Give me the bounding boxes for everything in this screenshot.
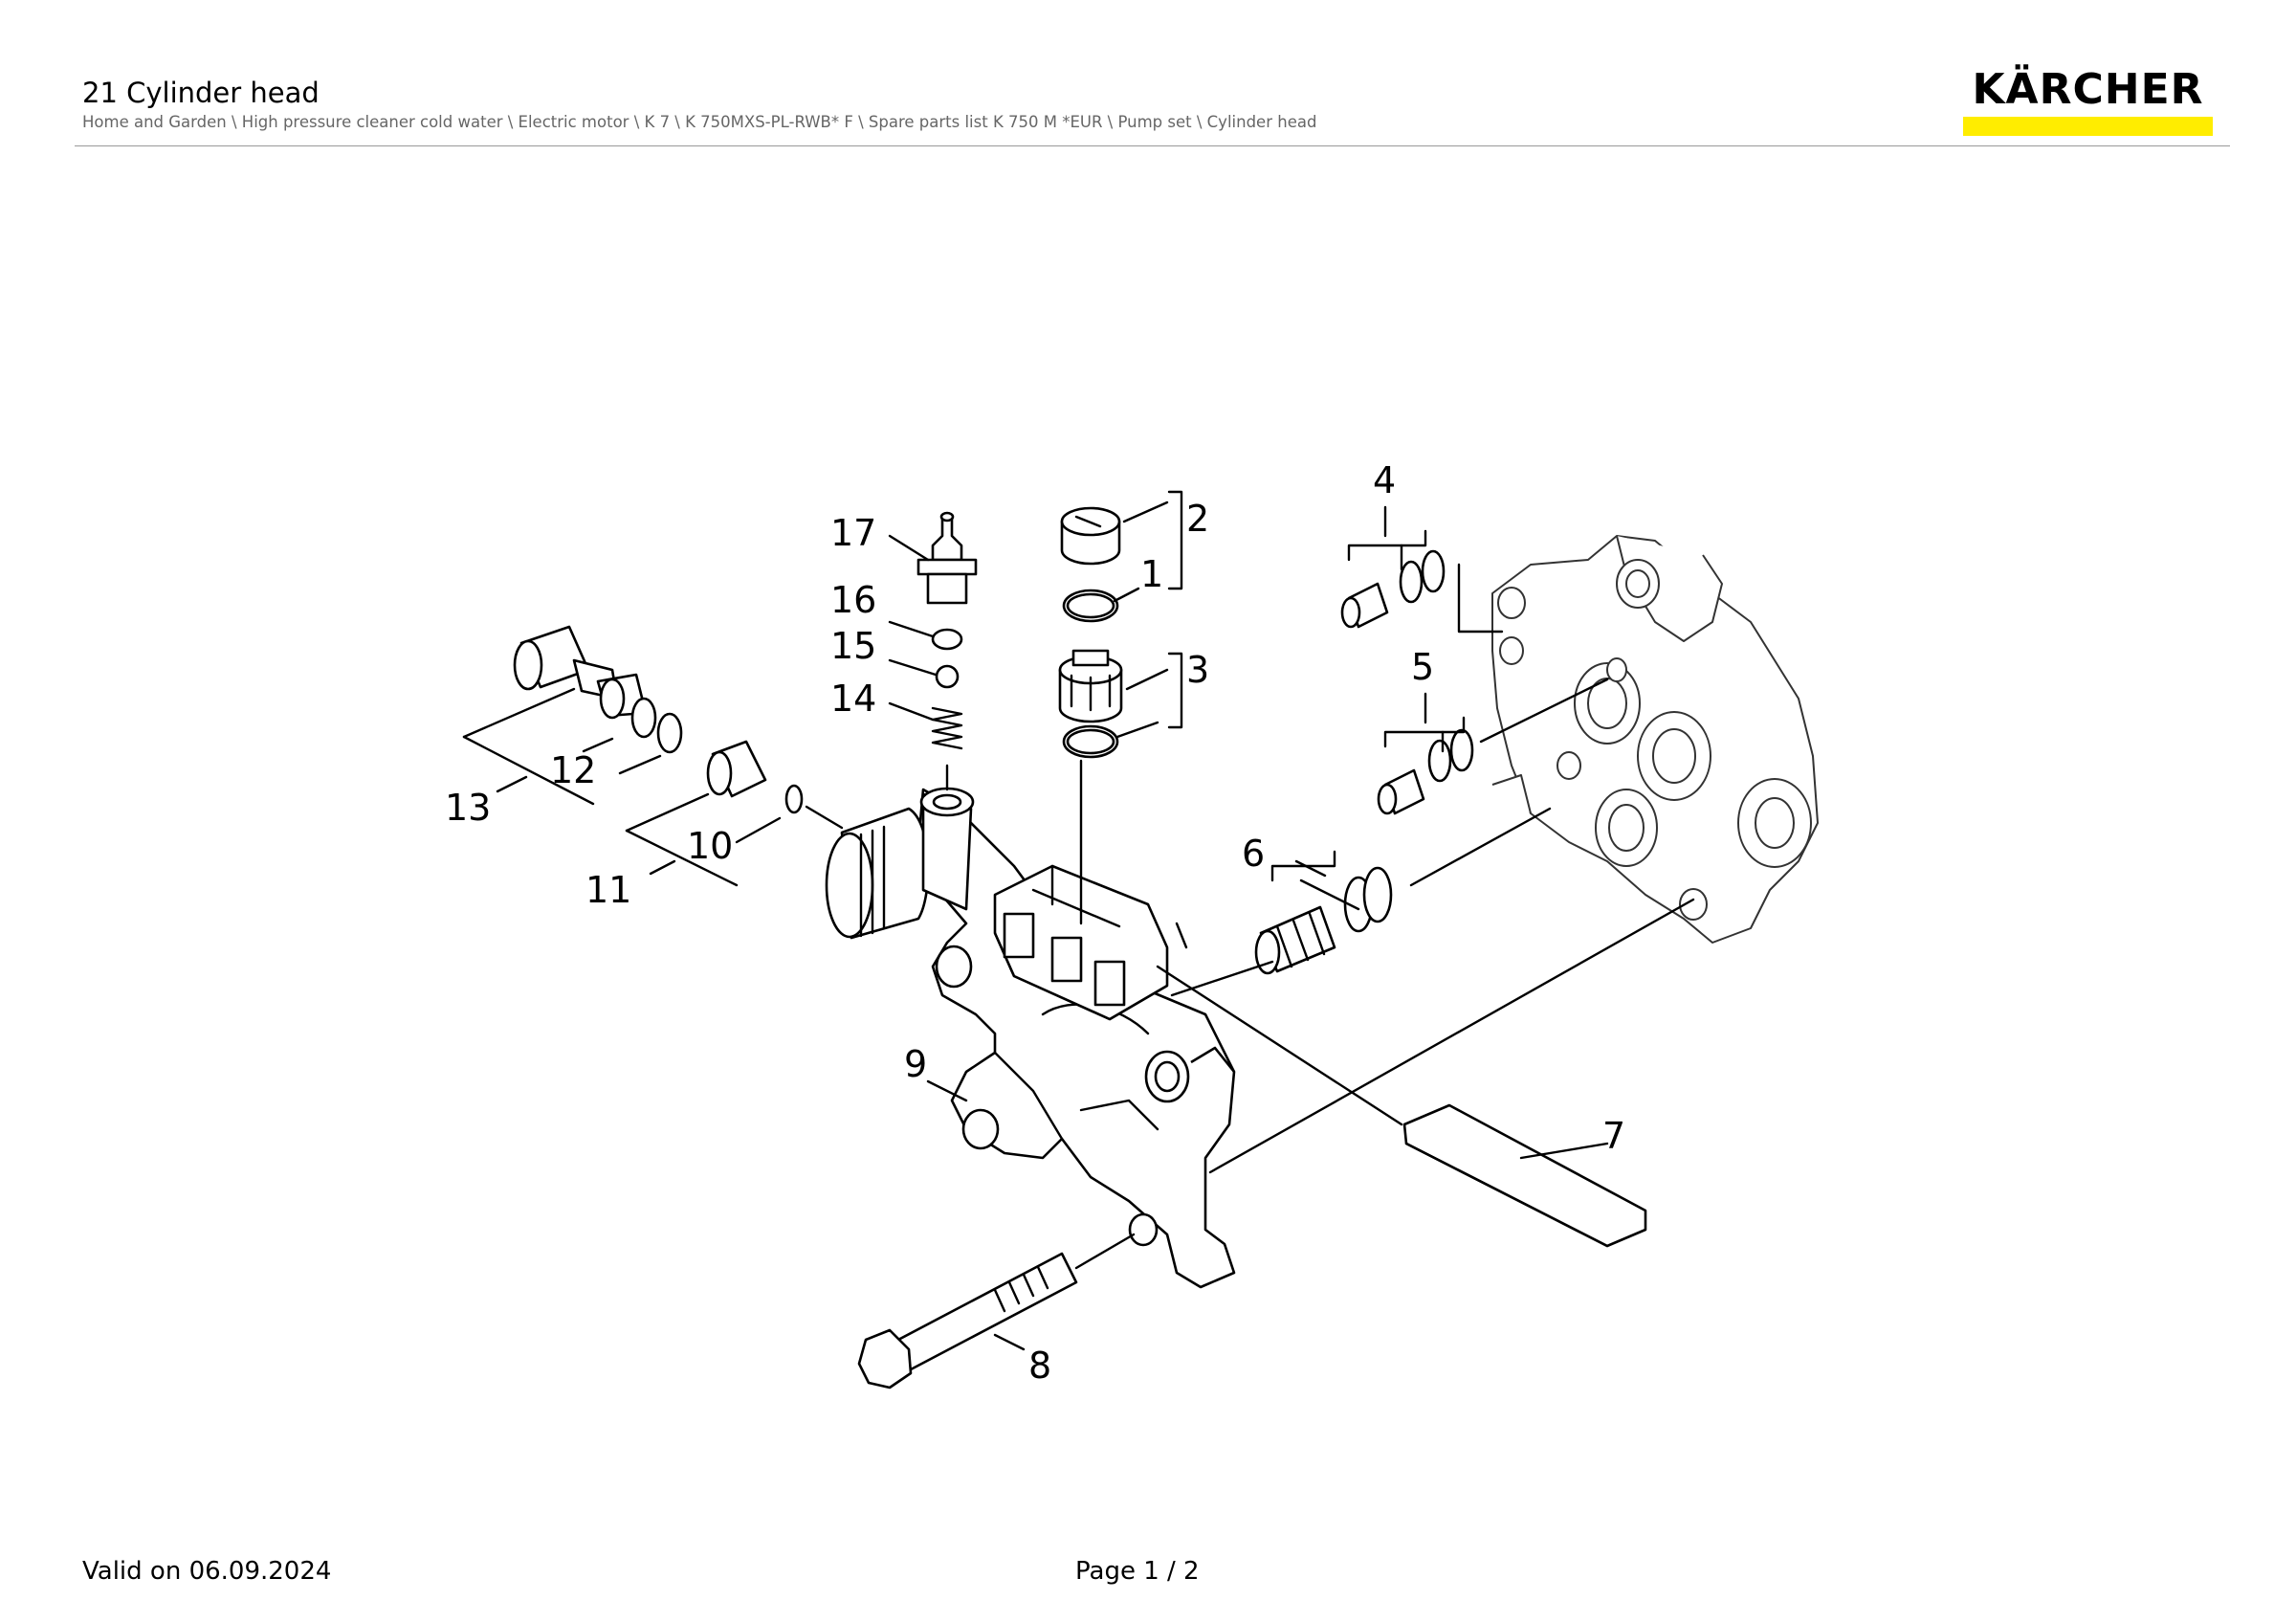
callout-leaders [462, 490, 1609, 1351]
callout-labels: 1 2 3 4 5 6 7 8 9 10 11 12 13 14 15 16 1… [445, 459, 1625, 1387]
part-4-valve-set [1340, 549, 1446, 629]
valid-date: Valid on 06.09.2024 [82, 1557, 332, 1586]
callout-7: 7 [1602, 1115, 1625, 1157]
part-17-fitting [916, 511, 978, 605]
breadcrumb: Home and Garden \ High pressure cleaner … [82, 113, 1317, 131]
callout-13: 13 [445, 787, 491, 829]
callout-14: 14 [830, 678, 876, 720]
part-11-plug [706, 740, 767, 798]
karcher-logo: KÄRCHER [1961, 63, 2215, 136]
part-1-o-ring [1062, 589, 1119, 623]
part-5-valve-set [1377, 728, 1474, 815]
callout-17: 17 [830, 512, 876, 554]
callout-16: 16 [830, 579, 876, 621]
page-number: Page 1 / 2 [1075, 1557, 1200, 1586]
callout-12: 12 [550, 749, 596, 791]
part-16-ring [931, 628, 963, 651]
part-2-cap [1060, 506, 1121, 566]
part-7-gasket [1402, 1103, 1647, 1248]
callout-9: 9 [904, 1043, 927, 1085]
part-12-o-rings [630, 697, 683, 754]
logo-yellow-bar [1963, 117, 2213, 136]
valve-housing-part-9 [825, 787, 1236, 1289]
callout-5: 5 [1411, 646, 1434, 688]
part-3-ring [1062, 724, 1119, 759]
cylinder-head-housing [1491, 535, 1819, 944]
callout-4: 4 [1373, 459, 1396, 501]
callout-15: 15 [830, 625, 876, 667]
callout-2: 2 [1186, 498, 1209, 540]
page-title: 21 Cylinder head [82, 77, 320, 109]
part-13-connector [513, 625, 648, 720]
callout-3: 3 [1186, 649, 1209, 691]
callout-10: 10 [687, 825, 733, 867]
callout-11: 11 [585, 869, 631, 911]
part-15-ball [935, 664, 960, 689]
callout-8: 8 [1028, 1345, 1051, 1387]
logo-wordmark: KÄRCHER [1972, 65, 2204, 114]
callout-1: 1 [1140, 553, 1163, 595]
assembly-lines [805, 563, 1695, 1270]
header-divider [75, 145, 2230, 146]
part-10-ring [784, 784, 804, 814]
valve-cage-block [993, 864, 1169, 1021]
part-6-valve [1254, 866, 1393, 975]
callout-6: 6 [1242, 833, 1265, 875]
part-8-bolt [857, 1252, 1078, 1390]
part-3-valve [1058, 649, 1123, 723]
part-14-spring [931, 706, 963, 750]
